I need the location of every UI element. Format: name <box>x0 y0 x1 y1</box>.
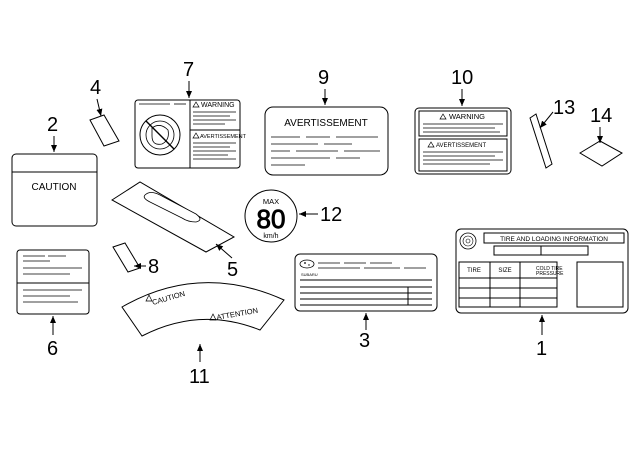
svg-text:12: 12 <box>320 204 342 226</box>
callout-11: 11 <box>189 344 210 388</box>
callout-7: 7 <box>183 59 194 98</box>
part-5-visor-label <box>111 181 236 253</box>
part-14-diamond-label <box>579 140 623 167</box>
svg-text:13: 13 <box>553 97 575 119</box>
svg-text:10: 10 <box>451 67 473 89</box>
warning-triangle-icon <box>192 101 200 108</box>
callout-9: 9 <box>318 67 329 105</box>
svg-text:2: 2 <box>47 114 58 136</box>
warning-triangle-icon <box>145 294 217 321</box>
part-2-caution-label: CAUTION <box>11 153 98 227</box>
caution-text: CAUTION <box>32 182 77 193</box>
subaru-logo-icon <box>299 259 315 269</box>
svg-text:5: 5 <box>227 259 238 281</box>
part-4-small-label <box>89 114 120 147</box>
svg-text:SUBARU: SUBARU <box>301 272 318 277</box>
svg-text:AVERTISSEMENT: AVERTISSEMENT <box>200 134 247 140</box>
svg-text:AVERTISSEMENT: AVERTISSEMENT <box>284 118 368 129</box>
svg-text:9: 9 <box>318 67 329 89</box>
svg-text:8: 8 <box>148 256 159 278</box>
callout-12: 12 <box>299 204 342 226</box>
callout-4: 4 <box>90 77 103 117</box>
callout-6: 6 <box>47 316 58 360</box>
svg-text:14: 14 <box>590 105 612 127</box>
tire-icon <box>459 232 477 250</box>
part-3-subaru-label: SUBARU <box>294 253 438 312</box>
svg-text:TIRE: TIRE <box>467 268 481 274</box>
svg-text:6: 6 <box>47 338 58 360</box>
svg-text:4: 4 <box>90 77 101 99</box>
cold-tire-pressure-text: COLD TIRE PRESSURE <box>536 266 564 277</box>
no-child-seat-icon <box>139 114 181 156</box>
svg-text:WARNING: WARNING <box>449 112 485 121</box>
callout-8: 8 <box>134 256 159 278</box>
svg-text:1: 1 <box>536 338 547 360</box>
callout-13: 13 <box>539 97 575 129</box>
part-11-arc-label: CAUTION ATTENTION <box>121 282 285 337</box>
svg-text:MAX: MAX <box>263 197 279 206</box>
svg-text:80: 80 <box>257 204 286 234</box>
callout-2: 2 <box>47 114 58 152</box>
callout-3: 3 <box>359 313 370 352</box>
svg-text:11: 11 <box>189 366 210 388</box>
part-1-tire-info-label: TIRE AND LOADING INFORMATION TIRE SIZE C… <box>455 228 629 314</box>
svg-text:TIRE AND LOADING INFORMATION: TIRE AND LOADING INFORMATION <box>500 236 608 243</box>
part-7-warning-label: WARNING AVERTISSEMENT <box>134 99 247 169</box>
svg-text:7: 7 <box>183 59 194 81</box>
callout-5: 5 <box>215 243 238 281</box>
svg-text:AVERTISSEMENT: AVERTISSEMENT <box>436 143 486 149</box>
part-8-small-label <box>112 242 141 273</box>
part-9-avertissement-label: AVERTISSEMENT <box>264 106 389 176</box>
callout-10: 10 <box>451 67 473 106</box>
callout-1: 1 <box>536 315 547 360</box>
svg-text:km/h: km/h <box>263 233 278 240</box>
svg-text:WARNING: WARNING <box>201 102 235 109</box>
part-13-strip-label <box>529 113 553 169</box>
callout-14: 14 <box>590 105 612 143</box>
svg-text:3: 3 <box>359 330 370 352</box>
part-6-label <box>16 249 90 315</box>
part-12-speed-label: MAX 80 km/h <box>244 189 298 243</box>
svg-text:SIZE: SIZE <box>498 268 511 274</box>
part-10-warning-label: WARNING AVERTISSEMENT <box>414 107 512 175</box>
